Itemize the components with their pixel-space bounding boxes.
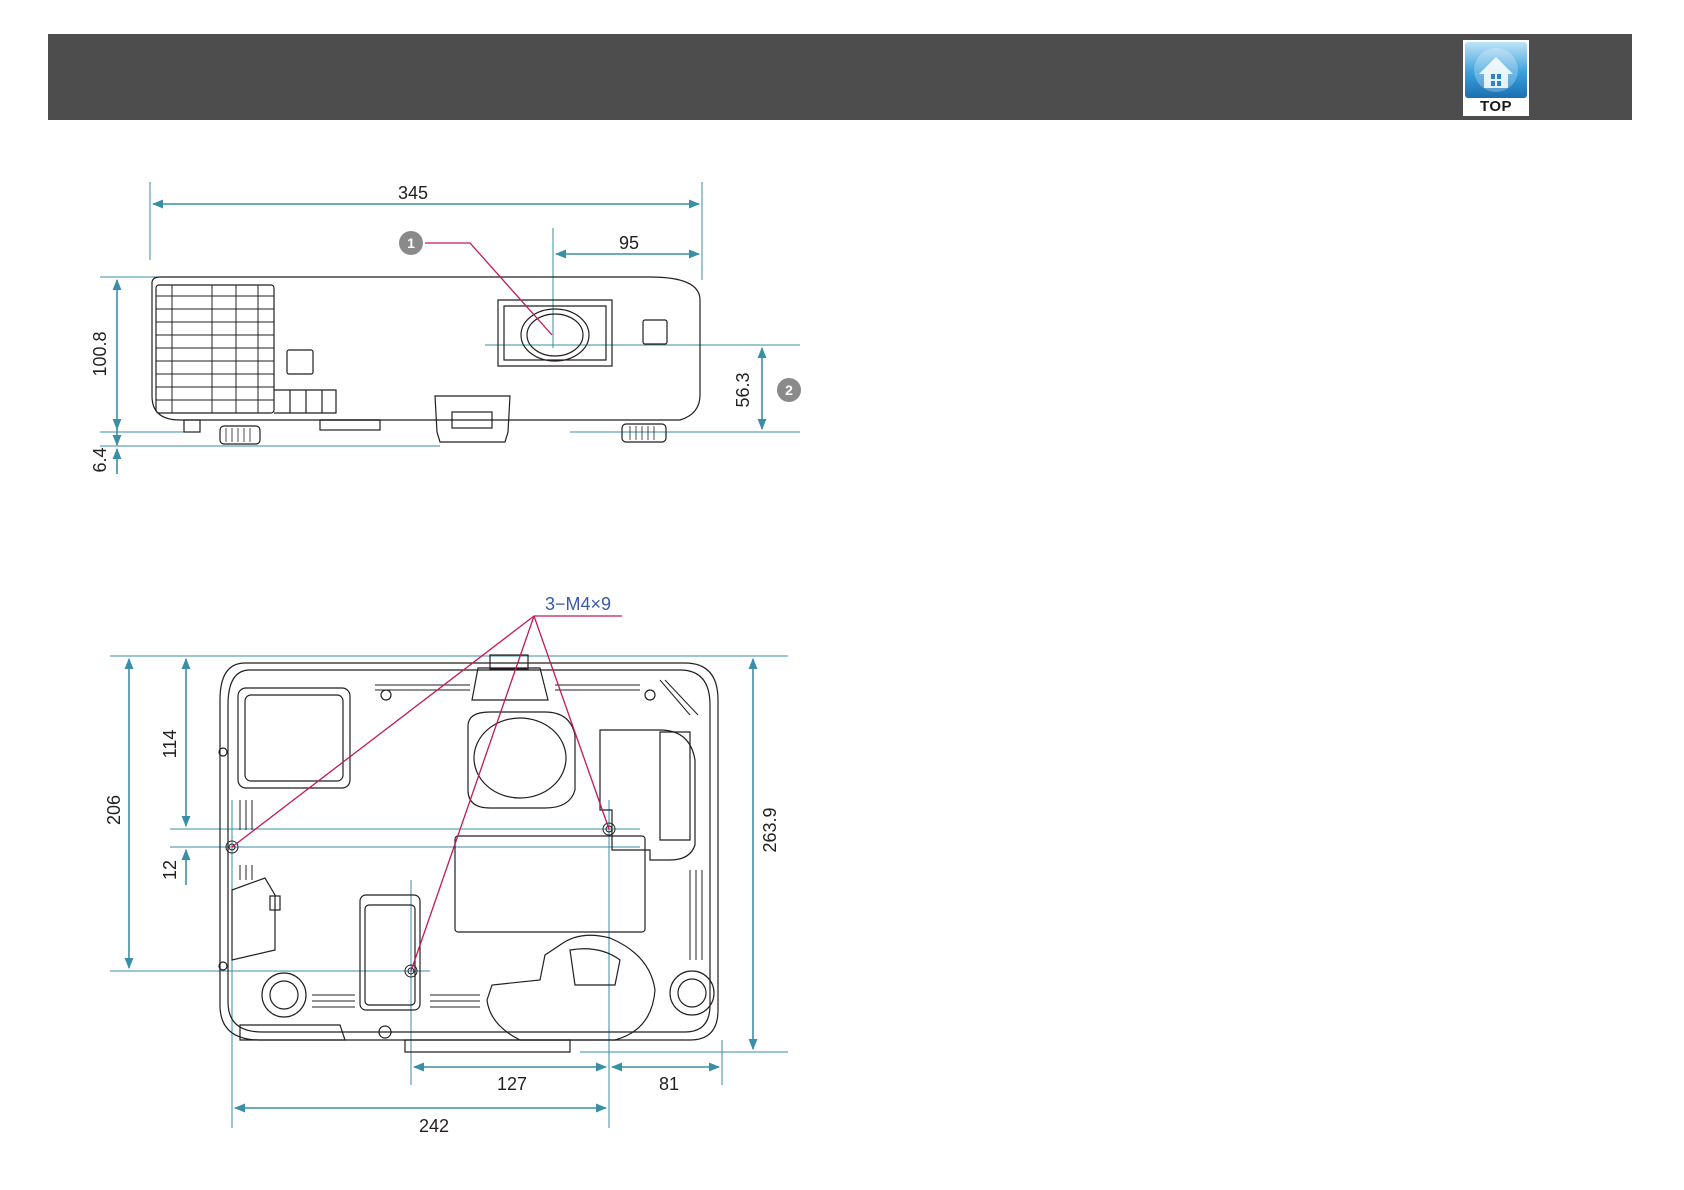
screw-front-label: 206 (104, 795, 124, 825)
screw-leader-lines (232, 616, 622, 971)
screw-mid-label: 114 (160, 730, 180, 759)
lens-center-height-label: 56.3 (733, 372, 753, 407)
width-label: 345 (398, 183, 428, 203)
screw-span-label: 242 (419, 1116, 449, 1136)
bottom-view: 3−M4×9 263.9 206 114 12 127 81 242 (104, 594, 788, 1136)
callout-1-leader (425, 243, 552, 335)
projector-bottom-body (219, 655, 718, 1052)
projector-front-body (152, 277, 700, 444)
screw-spacing-label: 127 (497, 1074, 527, 1094)
right-offset-label: 81 (659, 1074, 679, 1094)
height-label: 100.8 (90, 331, 110, 376)
screw-spec-label: 3−M4×9 (545, 594, 611, 614)
front-view: 1 2 345 95 100.8 6.4 56.3 (90, 182, 801, 474)
foot-label: 6.4 (90, 447, 110, 472)
depth-label: 263.9 (760, 807, 780, 852)
screw-gap-label: 12 (160, 860, 180, 880)
callout-2-number: 2 (785, 382, 793, 398)
callout-1-number: 1 (407, 235, 415, 251)
lens-offset-label: 95 (619, 233, 639, 253)
